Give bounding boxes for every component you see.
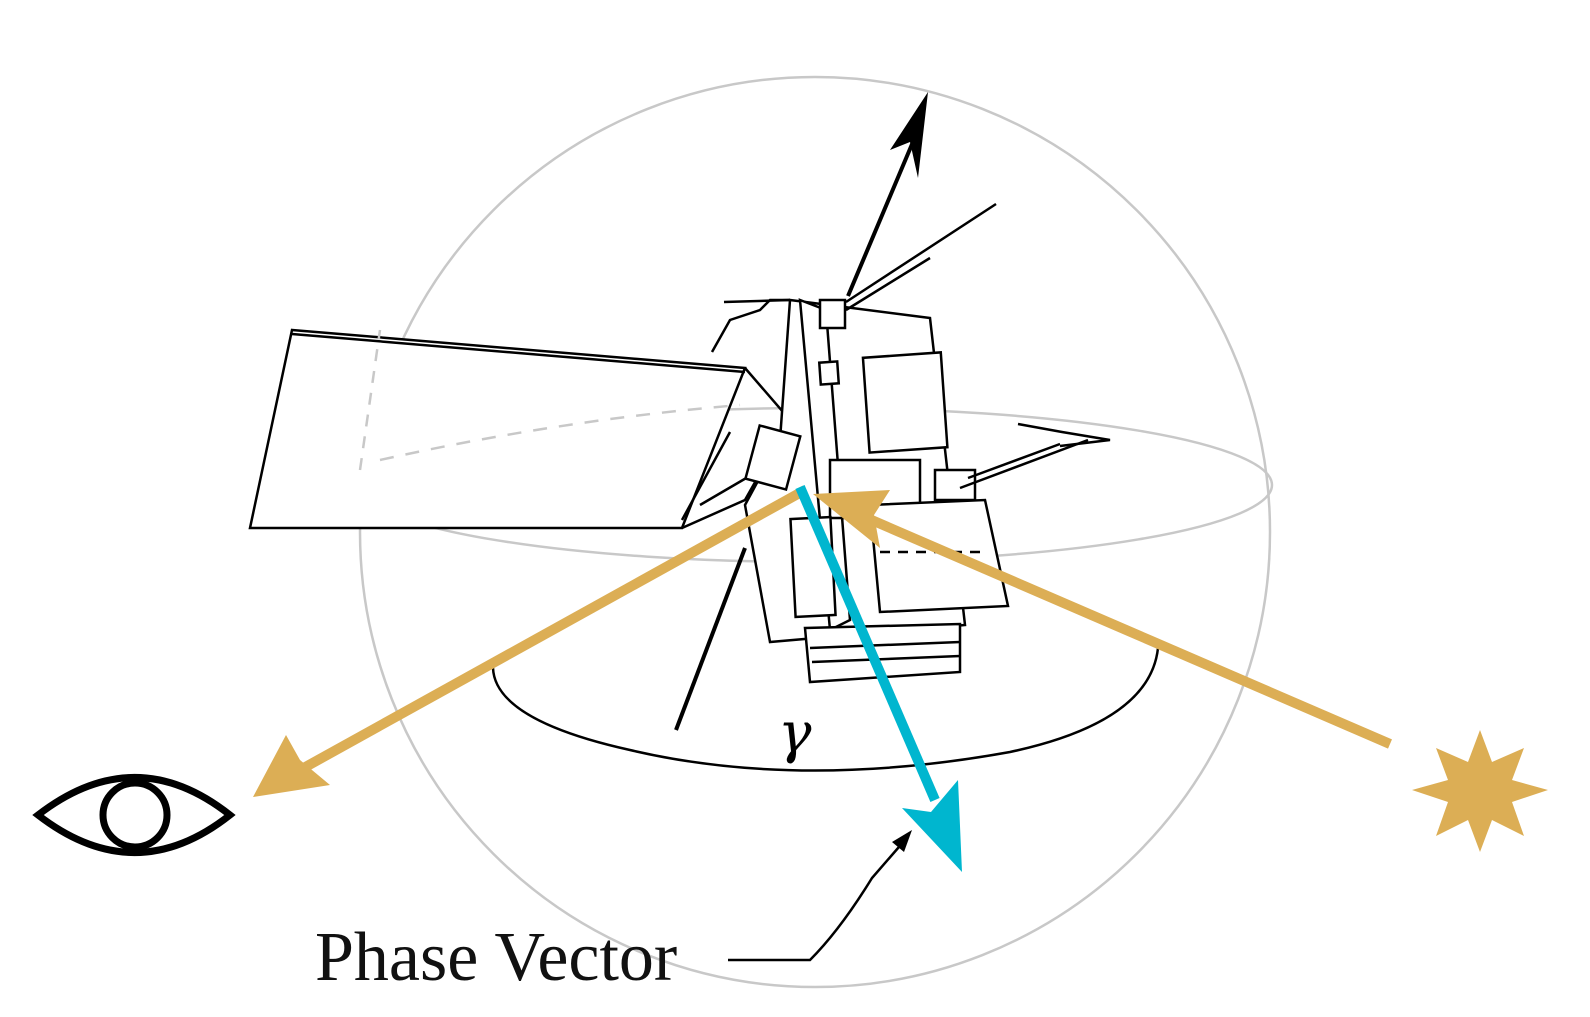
phase-vector-caption: Phase Vector (315, 919, 677, 996)
eye-icon (32, 774, 236, 856)
caption-pointer (728, 830, 912, 962)
body-axis-arrow (846, 92, 928, 297)
sun-icon (1412, 730, 1548, 852)
phase-angle-arc (491, 647, 1160, 772)
phase-angle-symbol: γ (778, 701, 812, 766)
satellite-booms (674, 202, 1111, 731)
phase-vector-arrow (795, 485, 962, 872)
solar-panel (248, 328, 792, 530)
observer-ray (253, 485, 808, 797)
sun-ray (813, 490, 1392, 749)
satellite-body (710, 298, 1010, 684)
